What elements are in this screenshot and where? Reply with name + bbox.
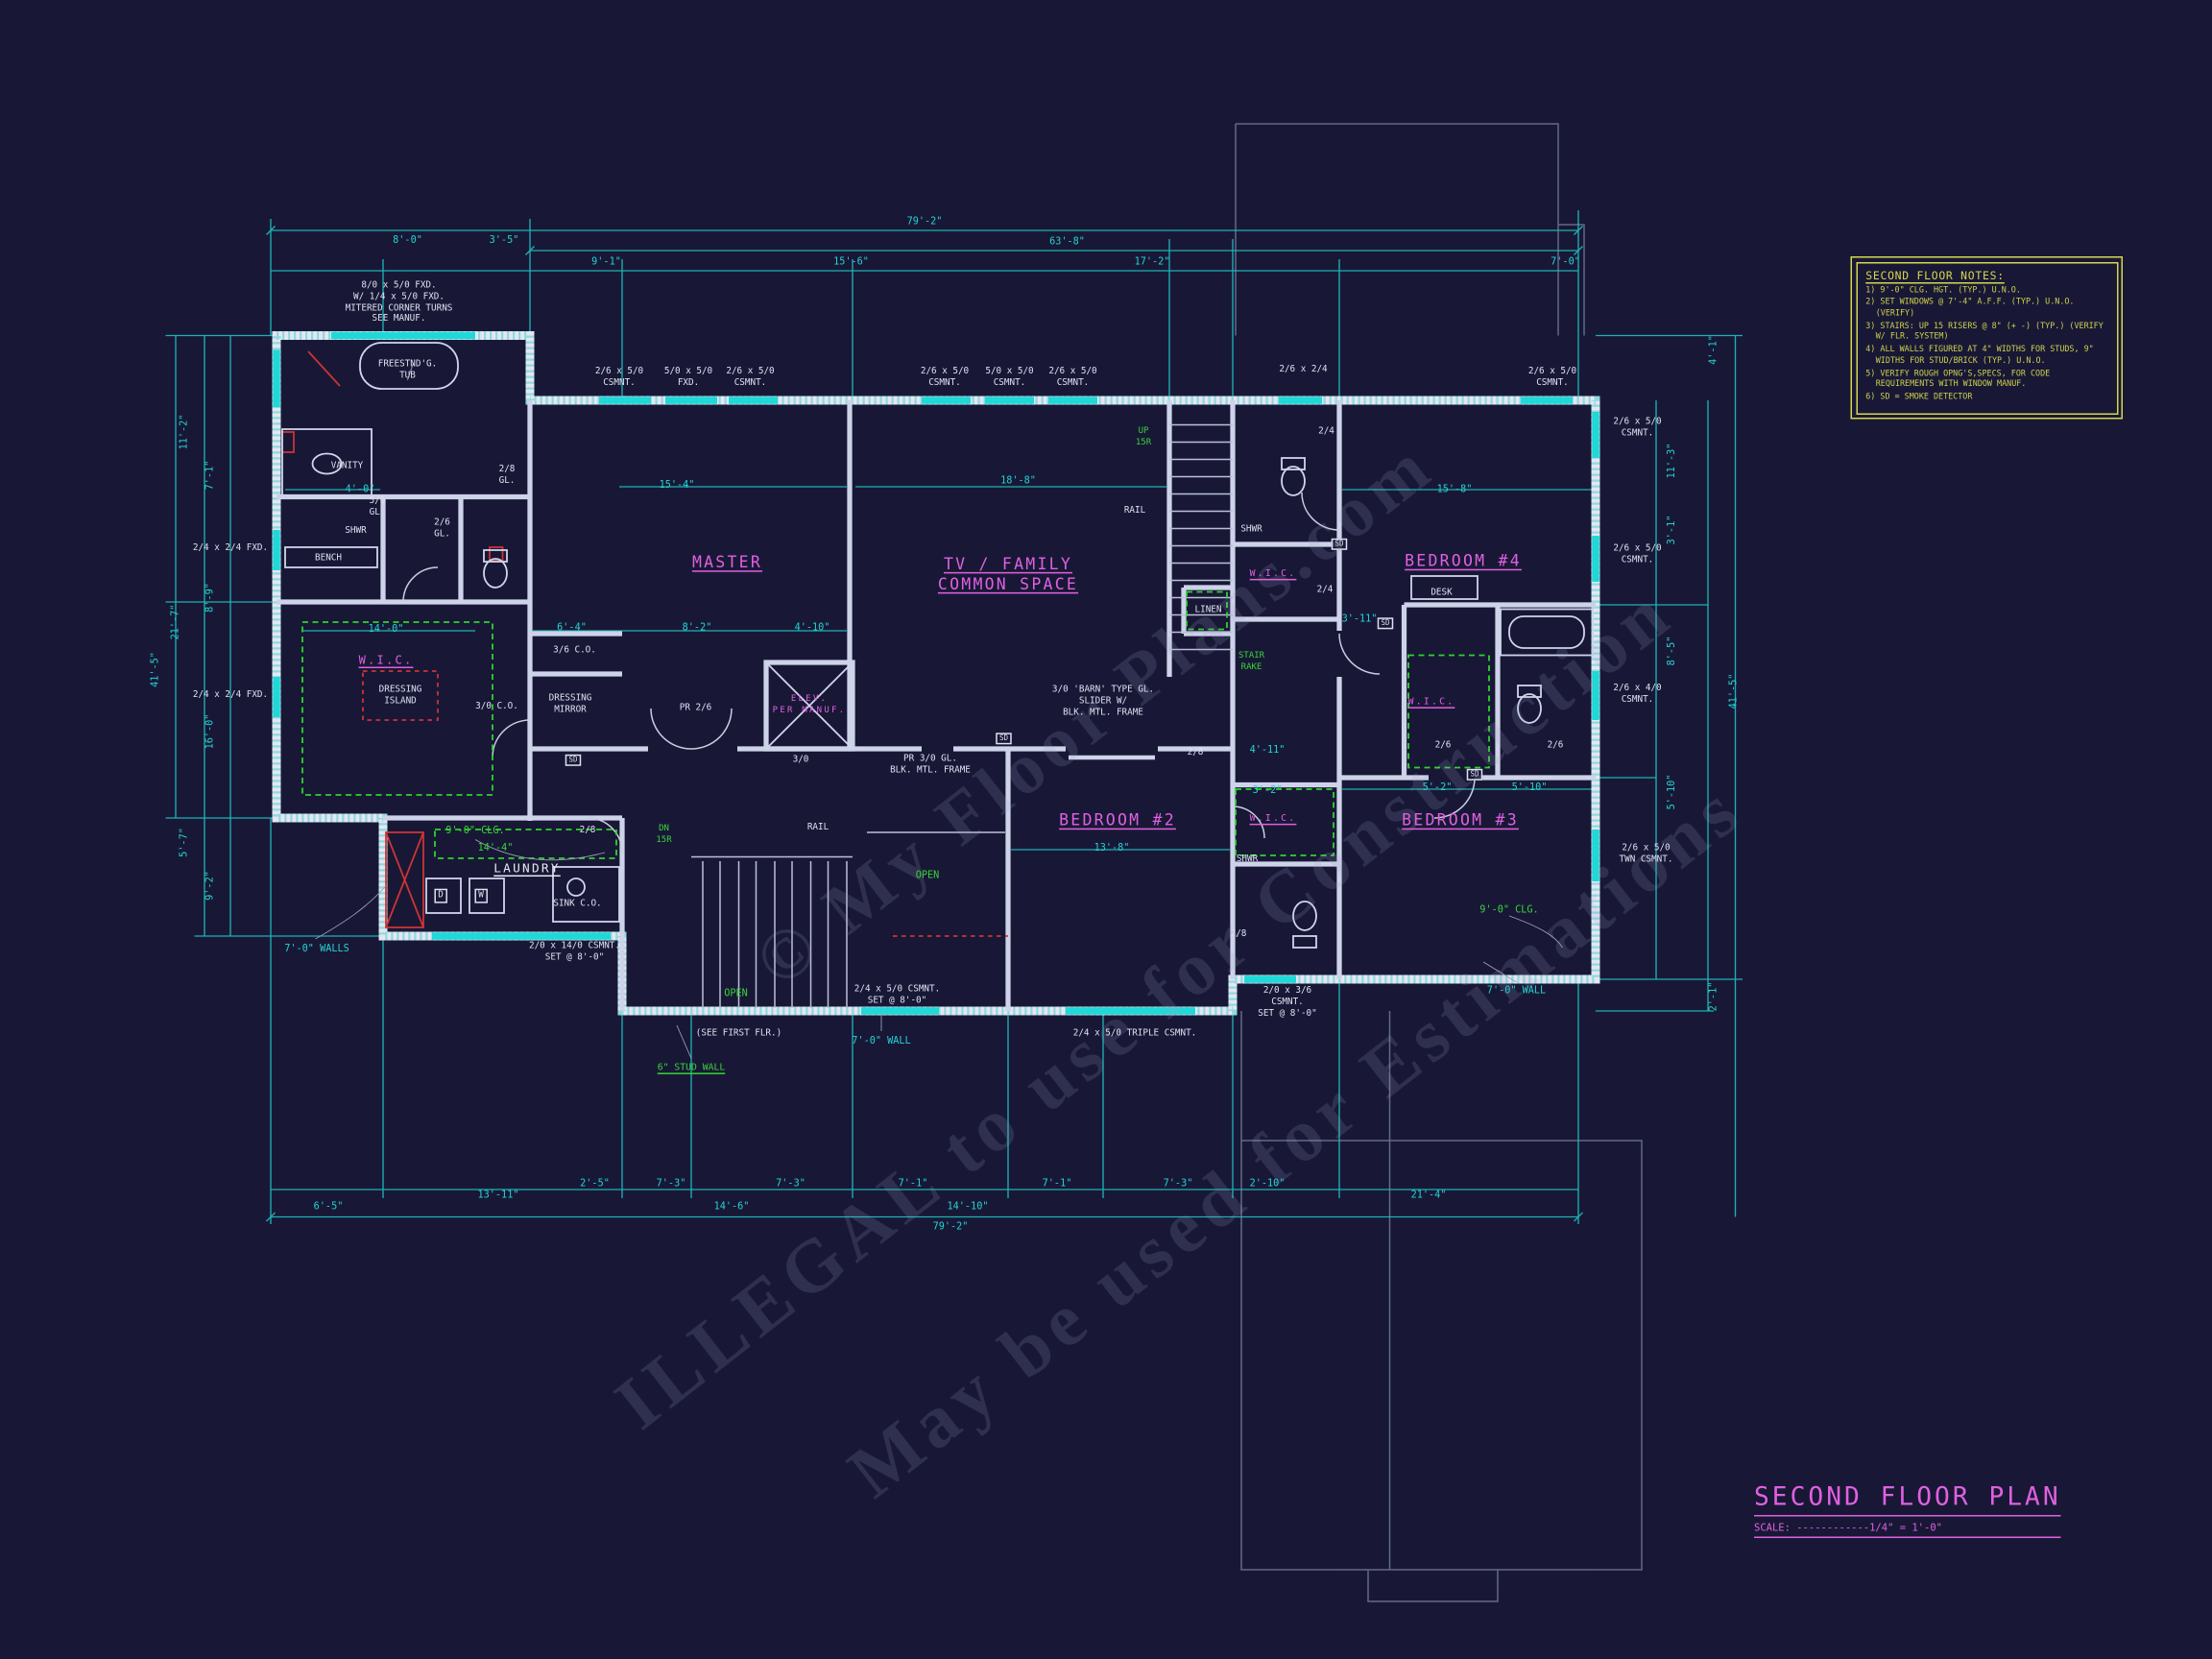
note-item: 4) ALL WALLS FIGURED AT 4" WIDTHS FOR ST…	[1865, 346, 2094, 366]
toilet	[1517, 685, 1542, 724]
fixtures	[281, 342, 1594, 949]
notes-inner-border: SECOND FLOOR NOTES: 1) 9'-0" CLG. HGT. (…	[1855, 261, 2118, 415]
freestanding-tub	[359, 342, 459, 390]
door-swings	[402, 492, 1476, 854]
dimension-lines	[165, 210, 1743, 1224]
drawing-scale: SCALE: ------------1/4" = 1'-0"	[1754, 1523, 2061, 1538]
toilet	[1292, 901, 1317, 949]
washer	[469, 878, 505, 914]
bench	[284, 546, 378, 568]
roof-outline	[1235, 123, 1643, 1602]
interior-walls	[276, 400, 1596, 1011]
laundry-sink	[552, 866, 620, 923]
toilet	[483, 549, 508, 589]
leader-lines	[315, 362, 1563, 1059]
red-accents	[281, 350, 1008, 937]
closet-shelving	[301, 590, 1490, 859]
vanity-sink	[311, 452, 343, 475]
exterior-walls	[272, 331, 1600, 1016]
second-floor-notes: SECOND FLOOR NOTES: 1) 9'-0" CLG. HGT. (…	[1850, 256, 2123, 420]
dryer	[425, 878, 462, 914]
vanity-counter	[281, 428, 373, 499]
note-item: 6) SD = SMOKE DETECTOR	[1865, 393, 1973, 402]
windows	[273, 331, 1599, 1015]
notes-title: SECOND FLOOR NOTES:	[1865, 268, 2005, 282]
note-item: 3) STAIRS: UP 15 RISERS @ 8" (+ -) (TYP.…	[1865, 322, 2104, 342]
notes-list: 1) 9'-0" CLG. HGT. (TYP.) U.N.O. 2) SET W…	[1865, 286, 2107, 404]
note-item: 5) VERIFY ROUGH OPNG'S,SPECS, FOR CODE R…	[1865, 369, 2051, 389]
bathtub	[1500, 608, 1594, 657]
note-item: 2) SET WINDOWS @ 7'-4" A.F.F. (TYP.) U.N…	[1865, 299, 2075, 319]
drawing-title: SECOND FLOOR PLAN	[1754, 1483, 2061, 1517]
title-block: SECOND FLOOR PLAN SCALE: ------------1/4…	[1754, 1483, 2061, 1538]
note-item: 1) 9'-0" CLG. HGT. (TYP.) U.N.O.	[1865, 285, 2021, 295]
desk	[1410, 575, 1479, 600]
toilet	[1281, 457, 1306, 496]
elevator-shaft	[765, 661, 854, 750]
stairs	[691, 423, 1233, 1008]
